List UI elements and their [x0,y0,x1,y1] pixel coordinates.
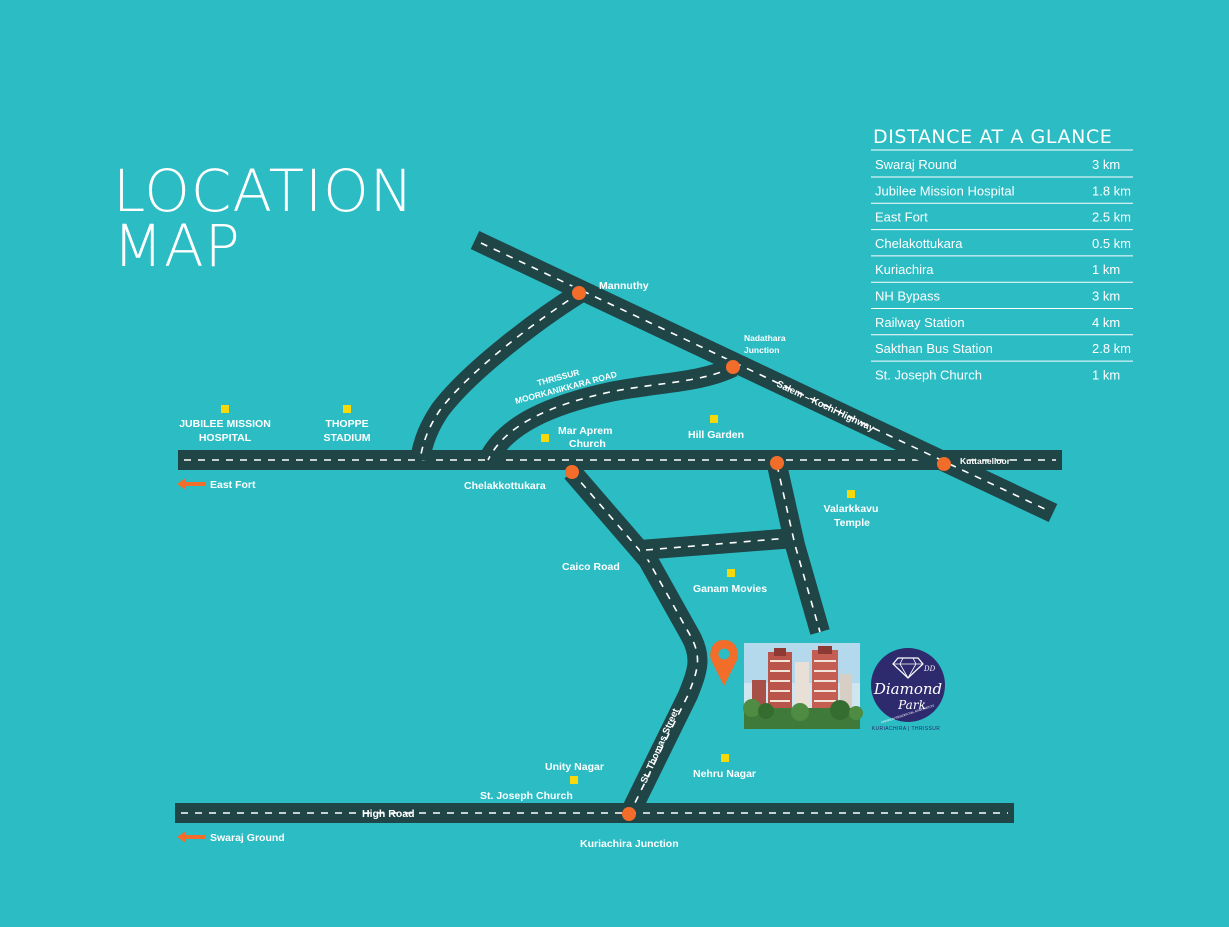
distance-table: Swaraj Round 3 km Jubilee Mission Hospital… [871,157,1133,382]
label-salem-kochi-highway: Salem – Kochi Highway [775,379,877,435]
distance-place: Swaraj Round [875,157,957,172]
brand-name-2: Park [897,698,926,712]
landmark-nehru-nagar: Nehru Nagar [693,754,756,780]
landmark-label: Church [569,438,606,450]
landmark-marker [847,490,855,498]
landmark-marker [727,569,735,577]
brand-name-1: Diamond [873,680,942,698]
distance-place: Jubilee Mission Hospital [875,183,1015,198]
distance-km: 1 km [1092,367,1120,382]
label-caico-road: Caico Road [562,561,620,573]
distance-place: Railway Station [875,315,965,330]
map-title-line1: LOCATION [113,157,414,225]
brand-monogram: DD [923,665,936,673]
distance-row: Railway Station 4 km [871,315,1133,336]
landmark-label: Mar Aprem [558,425,612,437]
landmark-label: Ganam Movies [693,583,767,595]
junction-nadathara-marker [726,360,740,374]
landmark-label: Temple [834,517,870,529]
distance-row: Swaraj Round 3 km [871,157,1133,178]
arrow-left-icon [177,831,205,843]
label-high-road: High Road [362,808,415,820]
landmark-label: Hill Garden [688,429,744,441]
direction-label: Swaraj Ground [210,832,285,844]
distance-km: 1 km [1092,262,1120,277]
label-nadathara-1: Nadathara [744,333,786,343]
landmark-jubilee-mission-hospital: JUBILEE MISSION HOSPITAL [179,405,271,444]
landmark-marker [343,405,351,413]
direction-label: East Fort [210,479,256,491]
landmark-valarkkavu-temple: Valarkkavu Temple [824,490,879,529]
junction-mannuthy-marker [572,286,586,300]
distance-km: 2.5 km [1092,210,1131,225]
landmark-st-joseph-church: St. Joseph Church [480,790,573,802]
landmark-label: Valarkkavu [824,503,879,515]
junction-kuriachira-marker [622,807,636,821]
road-thrissur-moorkanikkara [479,357,738,465]
landmark-label: JUBILEE MISSION [179,418,271,430]
label-mannuthy: Mannuthy [599,280,649,292]
landmark-ganam-movies: Ganam Movies [693,569,767,595]
brand-location: KURIACHIRA | THRISSUR [872,726,941,732]
road-connector [639,528,796,560]
landmark-marker [710,415,718,423]
road-network [175,230,1062,823]
distance-row: Sakthan Bus Station 2.8 km [871,341,1133,362]
project-building-image [743,643,863,729]
landmark-label: HOSPITAL [199,432,252,444]
junction-valarkkavu-marker [770,456,784,470]
distance-row: Jubilee Mission Hospital 1.8 km [871,183,1133,204]
arrow-left-icon [177,478,205,490]
landmark-label: Nehru Nagar [693,768,756,780]
direction-swaraj-ground: Swaraj Ground [177,831,285,844]
landmark-mar-aprem-church: Mar Aprem Church [541,425,612,450]
distance-row: St. Joseph Church 1 km [875,367,1120,382]
landmark-label: THOPPE [325,418,368,430]
label-chelakkottukara: Chelakkottukara [464,480,546,492]
landmark-marker [541,434,549,442]
road-valarkkavu [767,462,830,635]
distance-place: Kuriachira [875,262,934,277]
distance-km: 3 km [1092,289,1120,304]
junction-kuttanelloor-marker [937,457,951,471]
distance-km: 3 km [1092,157,1120,172]
map-title-line2: MAP [113,212,241,280]
junction-chelakkottukara-marker [565,465,579,479]
distance-km: 0.5 km [1092,236,1131,251]
distance-place: St. Joseph Church [875,367,982,382]
distance-place: Chelakottukara [875,236,963,251]
distance-row: Kuriachira 1 km [871,262,1133,283]
landmark-hill-garden: Hill Garden [688,415,744,441]
distance-heading: DISTANCE AT A GLANCE [873,126,1112,148]
distance-place: Sakthan Bus Station [875,341,993,356]
distance-place: East Fort [875,210,928,225]
distance-place: NH Bypass [875,289,941,304]
landmark-marker [721,754,729,762]
landmark-thoppe-stadium: THOPPE STADIUM [323,405,371,444]
landmark-label: STADIUM [323,432,370,444]
junction-markers [565,286,951,821]
distance-row: East Fort 2.5 km [871,210,1133,231]
brand-badge [871,648,945,722]
label-nadathara-2: Junction [744,345,779,355]
road-caico [564,465,708,818]
direction-east-fort: East Fort [177,478,256,491]
landmark-marker [221,405,229,413]
distance-row: NH Bypass 3 km [871,289,1133,309]
diamond-icon [892,657,924,679]
road-mannuthy-branch [410,284,586,462]
distance-panel: DISTANCE AT A GLANCE Swaraj Round 3 km Jub… [871,126,1133,382]
landmark-label: Unity Nagar [545,761,604,773]
brand-logo: DD Diamond Park PREMIUM RESIDENTIAL APAR… [871,648,945,732]
distance-km: 2.8 km [1092,341,1131,356]
landmark-unity-nagar: Unity Nagar [545,761,604,784]
landmark-marker [570,776,578,784]
location-pin-icon [710,640,738,686]
label-kuriachira-junction: Kuriachira Junction [580,838,679,850]
distance-km: 4 km [1092,315,1120,330]
distance-row: Chelakottukara 0.5 km [871,236,1133,257]
label-kuttanelloor: Kuttanelloor [960,456,1011,466]
distance-km: 1.8 km [1092,183,1131,198]
